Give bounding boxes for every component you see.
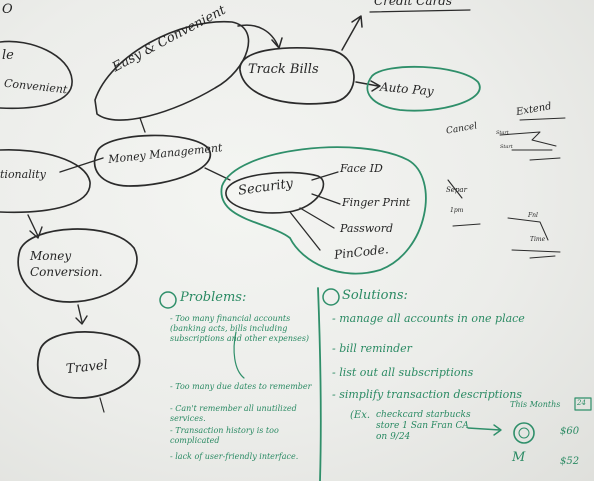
solution-item: - simplify transaction descriptions — [332, 388, 522, 401]
convenient-oval — [0, 40, 73, 110]
starbucks-logo-icon — [513, 422, 535, 444]
margin-faint-time: Time — [530, 236, 546, 243]
example-prefix: (Ex. — [350, 410, 371, 421]
margin-faint-start-2: Start — [500, 144, 513, 150]
security-oval — [225, 171, 325, 214]
starbucks-logo-inner — [518, 427, 530, 439]
money-conversion-oval — [17, 228, 138, 303]
travel-oval — [36, 330, 141, 399]
problems-solutions-divider — [317, 287, 322, 481]
problem-item: - Too many financial accounts (banking a… — [170, 314, 310, 343]
security-item-fingerprint: Finger Print — [342, 196, 411, 209]
security-item-face-id: Face ID — [340, 162, 383, 175]
problem-item: - Transaction history is too complicated — [170, 426, 279, 445]
money-management-oval — [93, 134, 212, 187]
arrow-to-conversion — [27, 214, 43, 239]
margin-mark — [511, 149, 561, 161]
easy-oval — [94, 20, 250, 121]
problem-item: - Too many due dates to remember — [170, 382, 312, 391]
arrow-to-credit-cards — [341, 15, 363, 51]
credit-cards-underline — [369, 9, 471, 13]
this-months-label: This Months — [510, 400, 561, 409]
starbucks-amount: $60 — [560, 426, 580, 437]
problems-heading-bullet — [159, 291, 177, 309]
solution-item: - bill reminder — [332, 342, 412, 355]
auto-pay-oval — [366, 65, 481, 112]
solution-item: - manage all accounts in one place — [332, 312, 525, 325]
arrow-to-travel — [75, 304, 88, 325]
solutions-heading: Solutions: — [342, 288, 408, 303]
left-fragment-circle: O — [2, 2, 13, 17]
track-bills-label: Track Bills — [248, 62, 319, 77]
travel-tail — [99, 397, 105, 413]
functionality-oval — [0, 148, 91, 214]
left-fragment-le: le — [2, 48, 14, 63]
branch-password — [299, 207, 335, 229]
branch-face-id — [311, 171, 339, 181]
margin-mark — [507, 217, 561, 259]
branch-pincode — [289, 211, 321, 251]
margin-mark — [447, 179, 481, 227]
solution-item: - list out all subscriptions — [332, 366, 474, 379]
margin-faint-fnl: Fnl — [528, 212, 538, 219]
security-outer-blob — [220, 146, 427, 275]
margin-separate: Separ — [446, 186, 467, 194]
margin-note: 1pm — [450, 207, 464, 214]
this-months-badge-box — [574, 397, 592, 411]
track-bills-oval — [239, 47, 355, 105]
problems-brace — [233, 331, 245, 379]
margin-faint-start: Start — [496, 130, 509, 136]
problem-item: - lack of user-friendly interface. — [170, 452, 299, 461]
branch-fingerprint — [311, 193, 341, 205]
money-conversion-label: Money Conversion. — [30, 249, 103, 279]
mcdonalds-amount: $52 — [560, 456, 580, 467]
problem-item: - Can't remember all unutilized services… — [170, 404, 297, 423]
mcdonalds-logo-icon: M — [512, 450, 526, 465]
problems-heading: Problems: — [180, 290, 247, 305]
left-fragment-functionality: tionality — [0, 168, 46, 181]
credit-cards-label: Credit Cards — [374, 0, 453, 8]
line-center-to-easy — [139, 117, 146, 133]
example-arrow — [467, 424, 502, 436]
margin-mark — [499, 117, 566, 147]
example-transaction-text: checkcard starbucks store 1 San Fran CA … — [376, 410, 471, 442]
this-months-badge: 24 — [577, 399, 586, 407]
arrow-left-to-center — [59, 157, 104, 173]
security-item-password: Password — [340, 222, 394, 235]
solutions-heading-bullet — [322, 288, 340, 306]
